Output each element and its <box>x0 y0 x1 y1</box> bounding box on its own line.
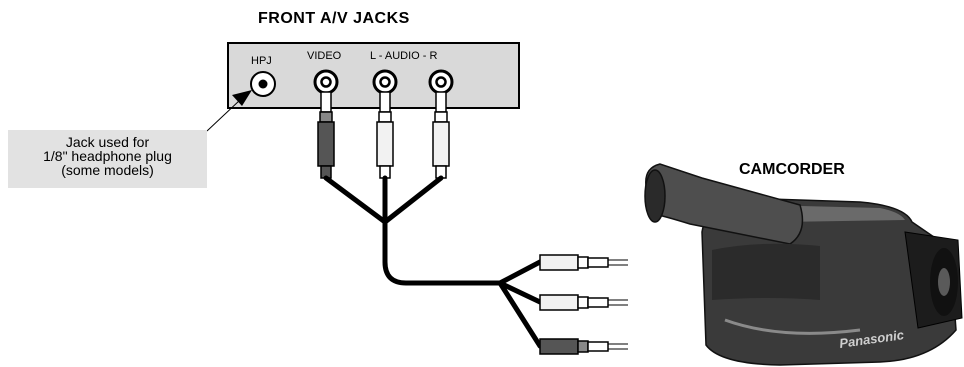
av-cable <box>323 175 543 349</box>
video-label: VIDEO <box>307 50 342 62</box>
video-plug-bottom-horizontal <box>539 338 628 355</box>
audio-left-jack <box>372 69 398 95</box>
diagram-title: FRONT A/V JACKS <box>258 10 410 27</box>
note-line-3: (some models) <box>61 162 154 178</box>
pointer-arrow <box>206 90 252 132</box>
note-line-2: 1/8" headphone plug <box>43 148 172 164</box>
camcorder-label: CAMCORDER <box>739 161 845 178</box>
audio-plug-top-horizontal <box>539 254 628 271</box>
audio-right-plug-vertical <box>432 91 450 179</box>
audio-plug-middle-horizontal <box>539 294 628 311</box>
hpj-jack <box>250 71 276 97</box>
video-plug-vertical <box>317 91 335 179</box>
headphone-jack-note: Jack used for 1/8" headphone plug (some … <box>8 130 207 188</box>
jack-panel <box>227 42 520 109</box>
audio-label: L - AUDIO - R <box>370 50 438 62</box>
hpj-label: HPJ <box>251 55 272 67</box>
camcorder-image: Panasonic <box>644 163 963 366</box>
video-jack <box>313 69 339 95</box>
audio-right-jack <box>428 69 454 95</box>
audio-left-plug-vertical <box>376 91 394 179</box>
note-line-1: Jack used for <box>65 134 150 150</box>
